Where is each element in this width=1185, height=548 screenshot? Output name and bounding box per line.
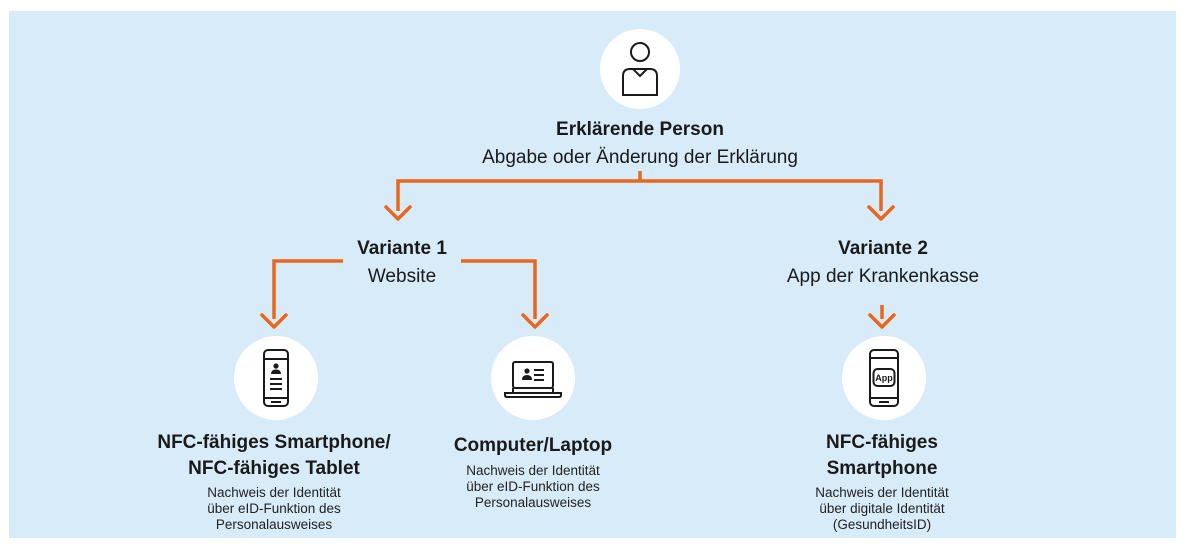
nfc-smartphone-node: App — [842, 336, 926, 420]
nfc-tablet-title-line1: NFC-fähiges Smartphone/ — [157, 432, 391, 453]
person-icon — [622, 42, 658, 96]
connector-variant1-left — [272, 259, 343, 319]
arrowhead-nfc-tablet — [260, 313, 288, 329]
smartphone-id-icon — [263, 349, 289, 407]
connector-variant1-right — [461, 259, 537, 319]
arrowhead-variant1 — [384, 205, 412, 221]
computer-desc-line3: Personalausweises — [474, 495, 592, 510]
nfc-smartphone-desc-line1: Nachweis der Identität — [815, 485, 949, 500]
nfc-smartphone-title-line2: Smartphone — [826, 458, 938, 479]
smartphone-app-icon: App — [869, 349, 899, 407]
computer-desc-line1: Nachweis der Identität — [466, 463, 600, 478]
variant2-title: Variante 2 — [838, 238, 928, 259]
nfc-tablet-node — [234, 336, 318, 420]
nfc-tablet-desc-line3: Personalausweises — [215, 517, 333, 532]
app-label: App — [875, 373, 893, 383]
variant1-subtitle: Website — [367, 266, 437, 287]
nfc-tablet-title-line2: NFC-fähiges Tablet — [188, 458, 360, 479]
root-subtitle: Abgabe oder Änderung der Erklärung — [482, 147, 798, 168]
nfc-smartphone-desc-line2: über digitale Identität — [819, 501, 945, 516]
nfc-smartphone-desc-line3: (GesundheitsID) — [832, 517, 932, 532]
arrowhead-nfc-smartphone — [868, 313, 896, 329]
nfc-tablet-desc-line2: über eID-Funktion des — [207, 501, 341, 516]
root-title: Erklärende Person — [556, 119, 724, 140]
laptop-id-icon — [504, 361, 562, 398]
computer-node — [491, 336, 575, 420]
variant1-title: Variante 1 — [357, 238, 447, 259]
nfc-tablet-desc-line1: Nachweis der Identität — [207, 485, 341, 500]
variant2-subtitle: App der Krankenkasse — [786, 266, 980, 287]
arrowhead-computer — [521, 313, 549, 329]
computer-title: Computer/Laptop — [453, 435, 613, 456]
computer-desc-line2: über eID-Funktion des — [466, 479, 600, 494]
flow-diagram: Erklärende Person Abgabe oder Änderung d… — [9, 11, 1176, 538]
arrowhead-variant2 — [867, 205, 895, 221]
connector-arrows — [260, 171, 896, 329]
person-node — [600, 29, 680, 109]
connector-root-variants — [396, 179, 883, 211]
nfc-smartphone-title-line1: NFC-fähiges — [826, 432, 938, 453]
